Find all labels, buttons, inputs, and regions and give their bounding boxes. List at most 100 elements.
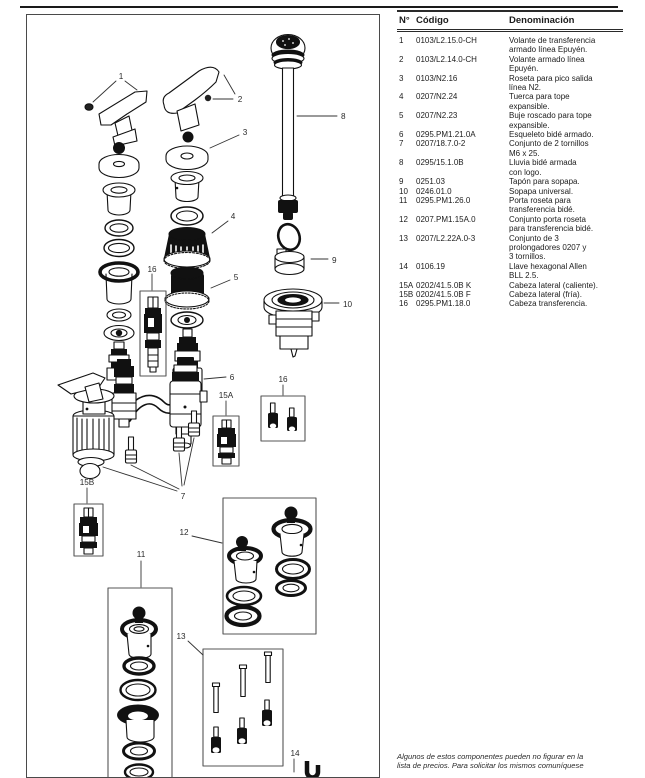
callout-labels: 1 2 3 4 5 6 7 8 9 10 11 12 13 14 15A 15B… bbox=[80, 72, 353, 758]
part-12-box-porta-roseta bbox=[222, 497, 317, 635]
part-name: Cabeza lateral (caliente). bbox=[509, 280, 598, 290]
part-name: Conjunto de 3 prolongadores 0207 y 3 tor… bbox=[509, 233, 587, 262]
callout-label-13: 13 bbox=[176, 632, 186, 641]
part-name: Conjunto porta roseta para transferencia… bbox=[509, 214, 594, 234]
part-code: 0295.PM1.18.0 bbox=[416, 299, 471, 309]
part-8-lluvia-bide bbox=[270, 33, 306, 220]
callout-label-10: 10 bbox=[343, 300, 353, 309]
part-15a-box-cabeza-caliente bbox=[212, 415, 240, 467]
part-16-box-cartridge bbox=[139, 290, 167, 377]
footnote: Algunos de estos componentes pueden no f… bbox=[397, 752, 584, 771]
part-code: 0207/N2.23 bbox=[416, 111, 458, 121]
part-code: 0295.PM1.21.0A bbox=[416, 130, 476, 140]
callout-label-15b: 15B bbox=[80, 478, 95, 487]
callout-label-15a: 15A bbox=[219, 391, 234, 400]
callout-lines-7 bbox=[102, 437, 195, 492]
part-name: Cabeza transferencia. bbox=[509, 299, 588, 309]
part-1-volante-exploded bbox=[84, 90, 148, 381]
part-code: 0295/15.1.0B bbox=[416, 158, 464, 168]
part-num: 11 bbox=[399, 195, 408, 205]
part-num: 8 bbox=[399, 158, 404, 168]
part-7-tornillos bbox=[124, 410, 201, 464]
part-code: 0207/18.7.0-2 bbox=[416, 139, 466, 149]
part-num: 16 bbox=[399, 299, 408, 309]
part-num: 4 bbox=[399, 92, 404, 102]
part-9-tapon-sopapa bbox=[274, 222, 305, 276]
table-row: 14 0106.19 Llave hexagonal Allen BLL 2.5. bbox=[397, 262, 623, 281]
part-num: 14 bbox=[399, 261, 408, 271]
part-10-sopapa bbox=[263, 288, 323, 358]
part-num: 2 bbox=[399, 54, 404, 64]
part-num: 10 bbox=[399, 186, 408, 196]
part-num: 15B bbox=[399, 289, 414, 299]
parts-table-body: 1 0103/L2.15.0-CH Volante de transferencia… bbox=[397, 36, 623, 309]
callout-lines bbox=[86, 74, 340, 773]
exploded-diagram: 1 2 3 4 5 6 7 8 9 10 11 12 13 14 15A 15B… bbox=[57, 33, 353, 777]
part-name: Esqueleto bidé armado. bbox=[509, 130, 594, 140]
part-name: Volante armado línea Epuyén. bbox=[509, 54, 585, 74]
table-row: 1 0103/L2.15.0-CH Volante de transferencia… bbox=[397, 36, 623, 55]
header-name: Denominación bbox=[509, 15, 575, 26]
callout-label-8: 8 bbox=[341, 112, 346, 121]
callout-label-7: 7 bbox=[181, 492, 186, 501]
part-name: Lluvia bidé armada con logo. bbox=[509, 158, 577, 177]
part-num: 1 bbox=[399, 36, 404, 45]
part-code: 0295.PM1.26.0 bbox=[416, 195, 471, 205]
callout-label-14: 14 bbox=[290, 749, 300, 758]
callout-label-16a: 16 bbox=[147, 265, 157, 274]
table-row: 16 0295.PM1.18.0 Cabeza transferencia. bbox=[397, 299, 623, 308]
header-num: N° bbox=[399, 15, 410, 26]
part-num: 5 bbox=[399, 111, 404, 121]
header-code: Código bbox=[416, 15, 449, 26]
part-3-roseta bbox=[165, 145, 209, 226]
part-code: 0251.03 bbox=[416, 177, 445, 187]
part-16-box-screws bbox=[260, 395, 306, 442]
callout-label-3: 3 bbox=[243, 128, 248, 137]
part-code: 0103/L2.14.0-CH bbox=[416, 54, 477, 64]
part-code: 0202/41.5.0B F bbox=[416, 289, 471, 299]
part-code: 0207/N2.24 bbox=[416, 92, 458, 102]
part-code: 0202/41.5.0B K bbox=[416, 280, 472, 290]
table-row: 7 0207/18.7.0-2 Conjunto de 2 tornillos M6… bbox=[397, 139, 623, 158]
callout-label-1: 1 bbox=[119, 72, 124, 81]
callout-label-12: 12 bbox=[179, 528, 189, 537]
callout-label-5: 5 bbox=[234, 273, 239, 282]
part-name: Cabeza lateral (fría). bbox=[509, 289, 582, 299]
part-15b-box-cabeza-fria bbox=[73, 503, 104, 557]
exploded-diagram-frame: 1 2 3 4 5 6 7 8 9 10 11 12 13 14 15A 15B… bbox=[26, 14, 380, 778]
part-11-box-porta-roseta-transferencia bbox=[107, 587, 173, 777]
part-name: Volante de transferencia armado línea Ep… bbox=[509, 36, 596, 55]
parts-table: N° Código Denominación 1 0103/L2.15.0-CH V… bbox=[397, 10, 623, 309]
parts-table-header: N° Código Denominación bbox=[397, 10, 623, 32]
callout-label-16b: 16 bbox=[278, 375, 288, 384]
part-num: 7 bbox=[399, 139, 404, 149]
callout-label-2: 2 bbox=[238, 95, 243, 104]
part-code: 0106.19 bbox=[416, 261, 445, 271]
part-2-volante-exploded bbox=[162, 66, 220, 143]
part-6-esqueleto-bide bbox=[57, 357, 208, 480]
part-num: 3 bbox=[399, 73, 404, 83]
part-5-buje-roscado bbox=[164, 266, 210, 329]
part-code: 0103/L2.15.0-CH bbox=[416, 36, 477, 45]
table-row: 8 0295/15.1.0B Lluvia bidé armada con logo… bbox=[397, 158, 623, 177]
part-num: 13 bbox=[399, 233, 408, 243]
part-num: 15A bbox=[399, 280, 414, 290]
table-row: 10 0246.01.0 Sopapa universal. bbox=[397, 187, 623, 196]
part-4-tuerca-tope bbox=[163, 226, 211, 270]
part-code: 0246.01.0 bbox=[416, 186, 452, 196]
part-name: Conjunto de 2 tornillos M6 x 25. bbox=[509, 139, 589, 158]
part-name: Sopapa universal. bbox=[509, 186, 574, 196]
part-name: Roseta para pico salida línea N2. bbox=[509, 73, 593, 93]
callout-label-11: 11 bbox=[137, 550, 146, 559]
part-13-box-prolongadores bbox=[202, 648, 284, 767]
part-code: 0103/N2.16 bbox=[416, 73, 458, 83]
part-name: Llave hexagonal Allen BLL 2.5. bbox=[509, 261, 587, 281]
part-14-llave-allen bbox=[304, 761, 321, 777]
